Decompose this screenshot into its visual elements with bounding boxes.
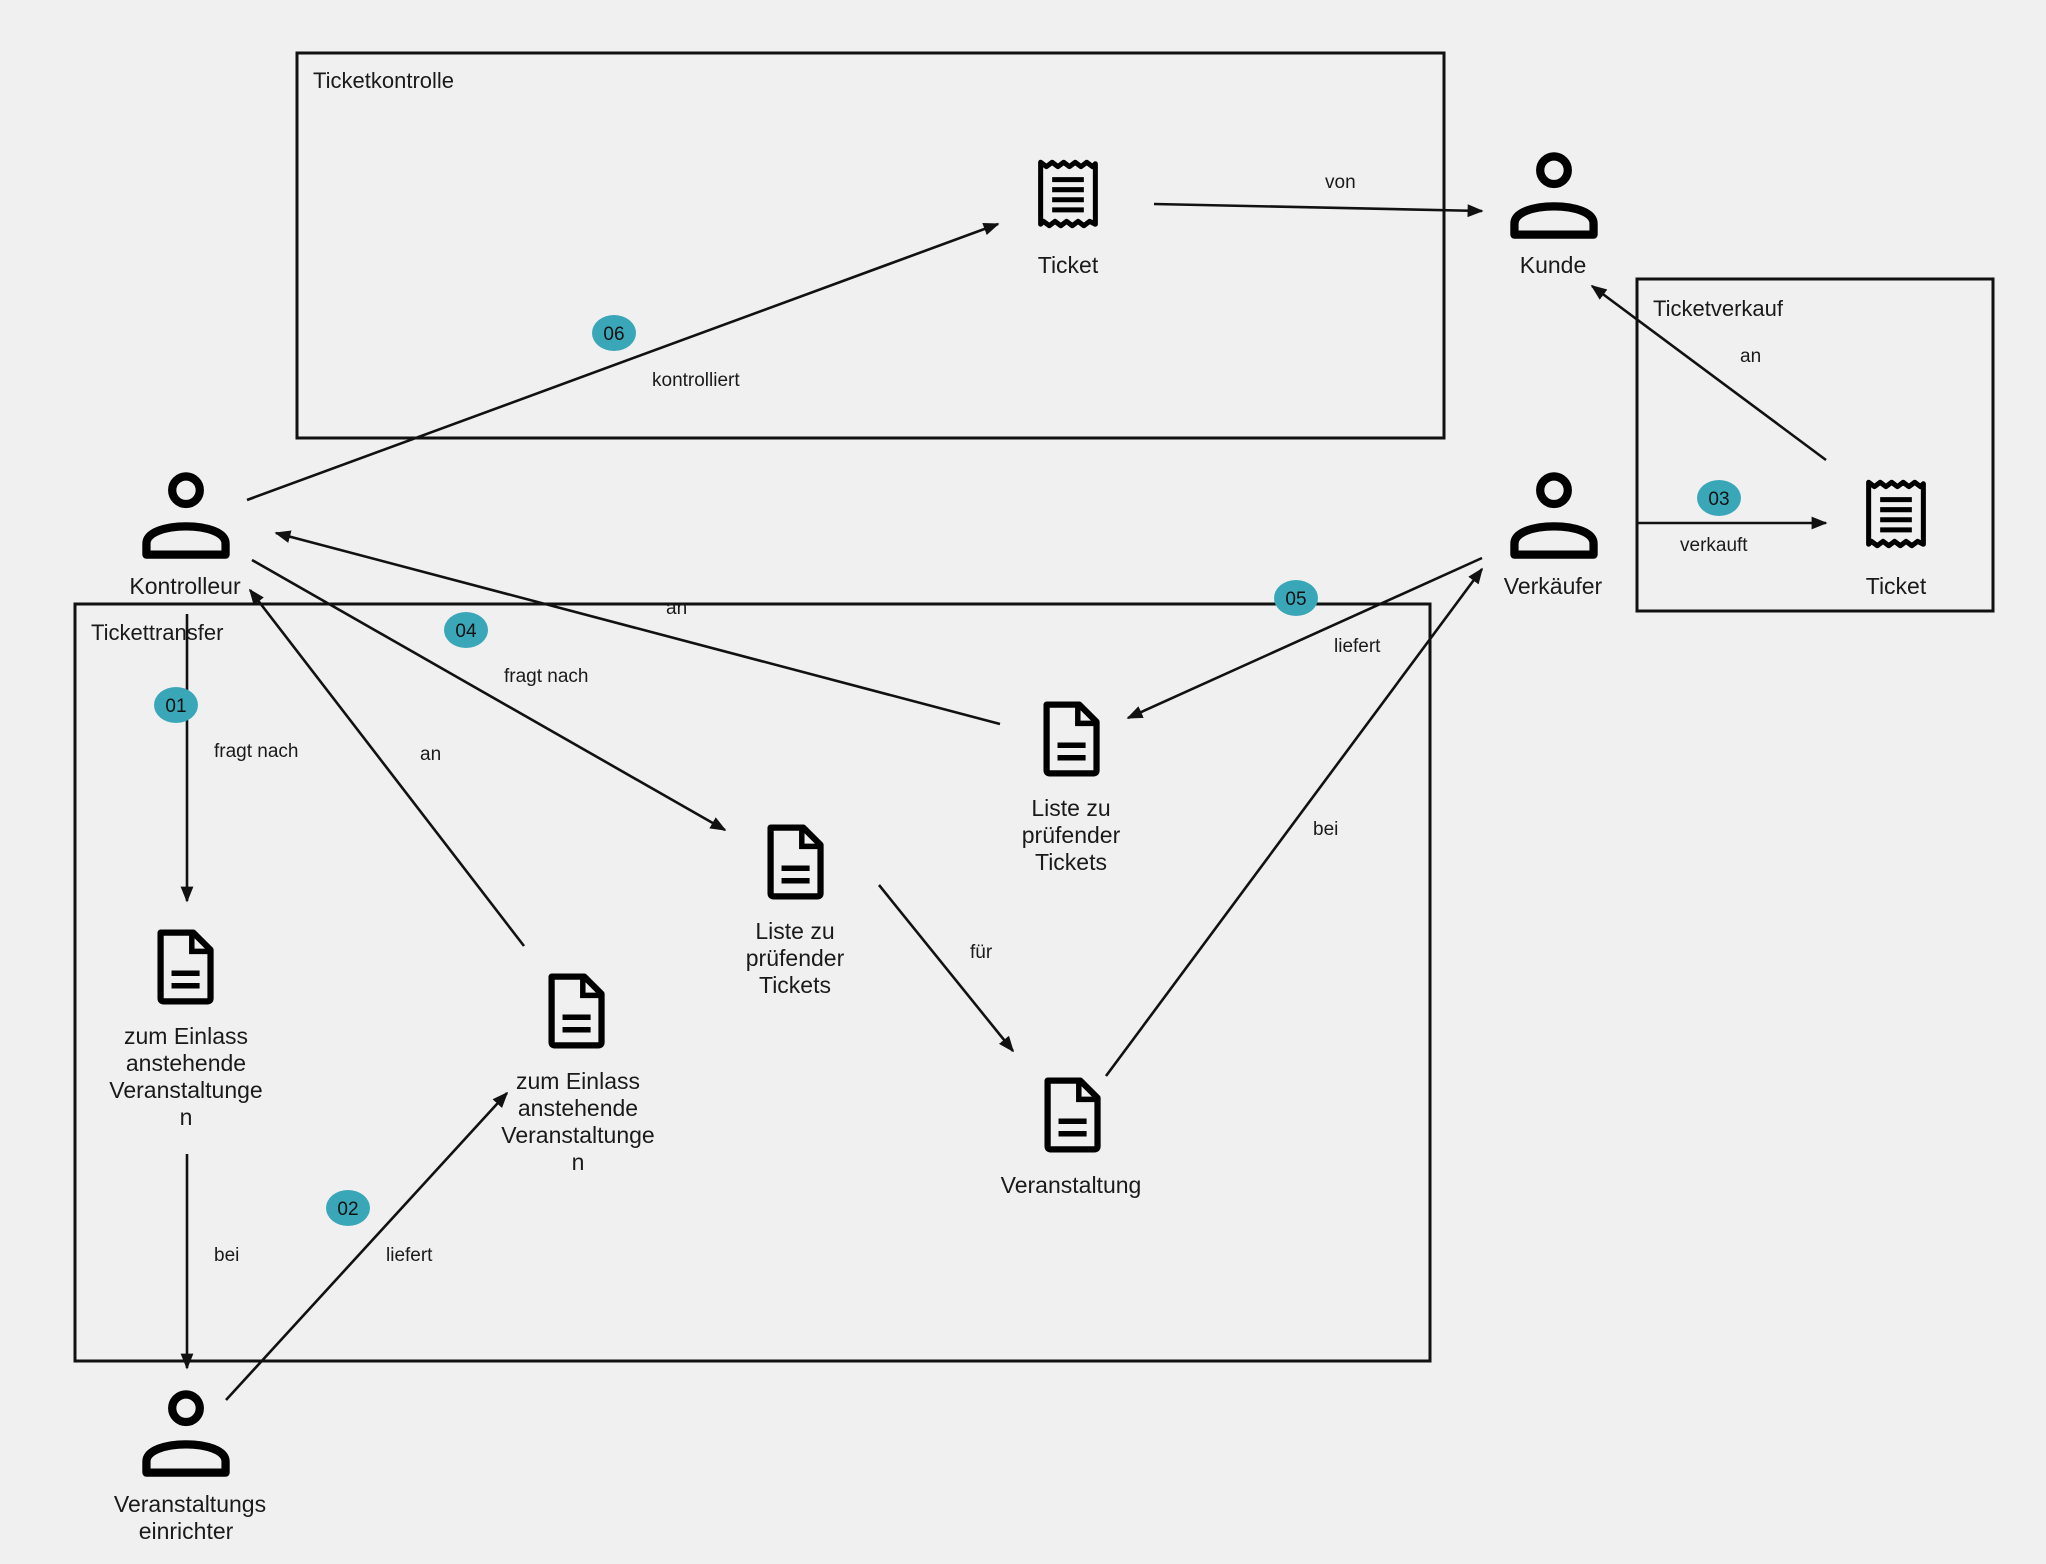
node-label: n [180, 1104, 193, 1130]
edge-fuer[interactable] [877, 884, 1015, 1053]
node-label: Veranstaltunge [109, 1077, 262, 1103]
step-number: 02 [337, 1199, 358, 1220]
person-icon [146, 476, 225, 554]
node-label: Veranstaltung [1001, 1172, 1142, 1198]
ticket-icon [1041, 162, 1096, 225]
node-label: Liste zu [755, 918, 834, 944]
edge-label: bei [1313, 819, 1338, 840]
node-label: Veranstaltungs [114, 1491, 266, 1517]
edge-labels: kontrolliert von an verkauft an liefert … [214, 172, 1761, 1266]
node-label: zum Einlass [516, 1068, 640, 1094]
step-badge: 01 [154, 687, 198, 723]
group-ticketkontrolle[interactable]: Ticketkontrolle [295, 51, 1446, 440]
step-number: 06 [603, 324, 624, 345]
node-label: Liste zu [1031, 795, 1110, 821]
edge-label: bei [214, 1245, 239, 1266]
document-icon [1047, 705, 1097, 774]
edge-fragt-nach-liste[interactable] [251, 558, 727, 832]
node-label: Veranstaltunge [501, 1122, 654, 1148]
node-verkaeufer[interactable]: Verkäufer [1504, 476, 1603, 599]
node-label: prüfender [746, 945, 845, 971]
step-badge: 03 [1697, 480, 1741, 516]
person-icon [1514, 476, 1593, 554]
group-title: Ticketkontrolle [313, 68, 454, 93]
edge-an-liste[interactable] [274, 530, 1001, 726]
node-label: prüfender [1022, 822, 1121, 848]
document-icon [161, 933, 211, 1002]
node-kunde[interactable]: Kunde [1514, 156, 1593, 278]
document-icon [771, 828, 821, 897]
node-ticket-kontrolle[interactable]: Ticket [1038, 162, 1099, 278]
step-number: 01 [165, 696, 186, 717]
step-badge: 02 [326, 1190, 370, 1226]
node-liste-a[interactable]: Liste zu prüfender Tickets [1022, 705, 1121, 875]
node-label: Tickets [1035, 849, 1107, 875]
group-title: Tickettransfer [91, 620, 223, 645]
document-icon [1048, 1081, 1098, 1150]
node-label: Kontrolleur [129, 573, 241, 599]
edges [180, 202, 1828, 1401]
step-number: 05 [1285, 589, 1306, 610]
edge-label: fragt nach [214, 741, 299, 762]
node-label: einrichter [139, 1518, 234, 1544]
step-number: 03 [1708, 489, 1729, 510]
node-veranstaltungseinrichter[interactable]: Veranstaltungs einrichter [114, 1394, 266, 1544]
group-tickettransfer[interactable]: Tickettransfer [73, 602, 1432, 1363]
step-badges: 01 02 03 04 05 06 [154, 315, 1741, 1226]
node-einlass-b[interactable]: zum Einlass anstehende Veranstaltunge n [501, 977, 655, 1175]
edge-label: für [970, 942, 993, 963]
node-label: Tickets [759, 972, 831, 998]
edge-an-einlass[interactable] [248, 588, 526, 947]
person-icon [1514, 156, 1593, 234]
step-badge: 06 [592, 315, 636, 351]
step-number: 04 [455, 621, 477, 642]
node-label: Ticket [1038, 252, 1099, 278]
edge-an-kunde[interactable] [1590, 284, 1827, 462]
edge-liefert-liste[interactable] [1126, 556, 1483, 720]
edge-label: liefert [386, 1245, 433, 1266]
step-badge: 05 [1274, 580, 1318, 616]
node-veranstaltung[interactable]: Veranstaltung [1001, 1081, 1142, 1198]
node-label: Verkäufer [1504, 573, 1603, 599]
document-icon [552, 977, 602, 1046]
edge-label: verkauft [1680, 535, 1748, 556]
group-ticketverkauf[interactable]: Ticketverkauf [1635, 277, 1995, 613]
node-liste-b[interactable]: Liste zu prüfender Tickets [746, 828, 845, 998]
edge-label: an [666, 598, 687, 619]
edge-von[interactable] [1153, 202, 1484, 218]
node-label: n [572, 1149, 585, 1175]
node-ticket-verkauf[interactable]: Ticket [1866, 482, 1927, 599]
edge-label: kontrolliert [652, 370, 740, 391]
node-label: zum Einlass [124, 1023, 248, 1049]
node-label: anstehende [518, 1095, 638, 1121]
group-title: Ticketverkauf [1653, 296, 1784, 321]
node-label: Ticket [1866, 573, 1927, 599]
edge-bei-verkaeufer[interactable] [1104, 567, 1484, 1077]
step-badge: 04 [444, 612, 488, 648]
person-icon [146, 1394, 225, 1472]
edge-liefert-einlass[interactable] [225, 1091, 509, 1401]
edge-label: liefert [1334, 636, 1381, 657]
node-label: anstehende [126, 1050, 246, 1076]
edge-kontrolliert[interactable] [246, 222, 1000, 502]
edge-label: fragt nach [504, 666, 589, 687]
ticket-icon [1869, 482, 1924, 545]
node-einlass-a[interactable]: zum Einlass anstehende Veranstaltunge n [109, 933, 263, 1130]
edge-label: von [1325, 172, 1356, 193]
edge-label: an [420, 744, 441, 765]
node-label: Kunde [1520, 252, 1587, 278]
node-kontrolleur[interactable]: Kontrolleur [129, 476, 241, 599]
edge-label: an [1740, 346, 1761, 367]
